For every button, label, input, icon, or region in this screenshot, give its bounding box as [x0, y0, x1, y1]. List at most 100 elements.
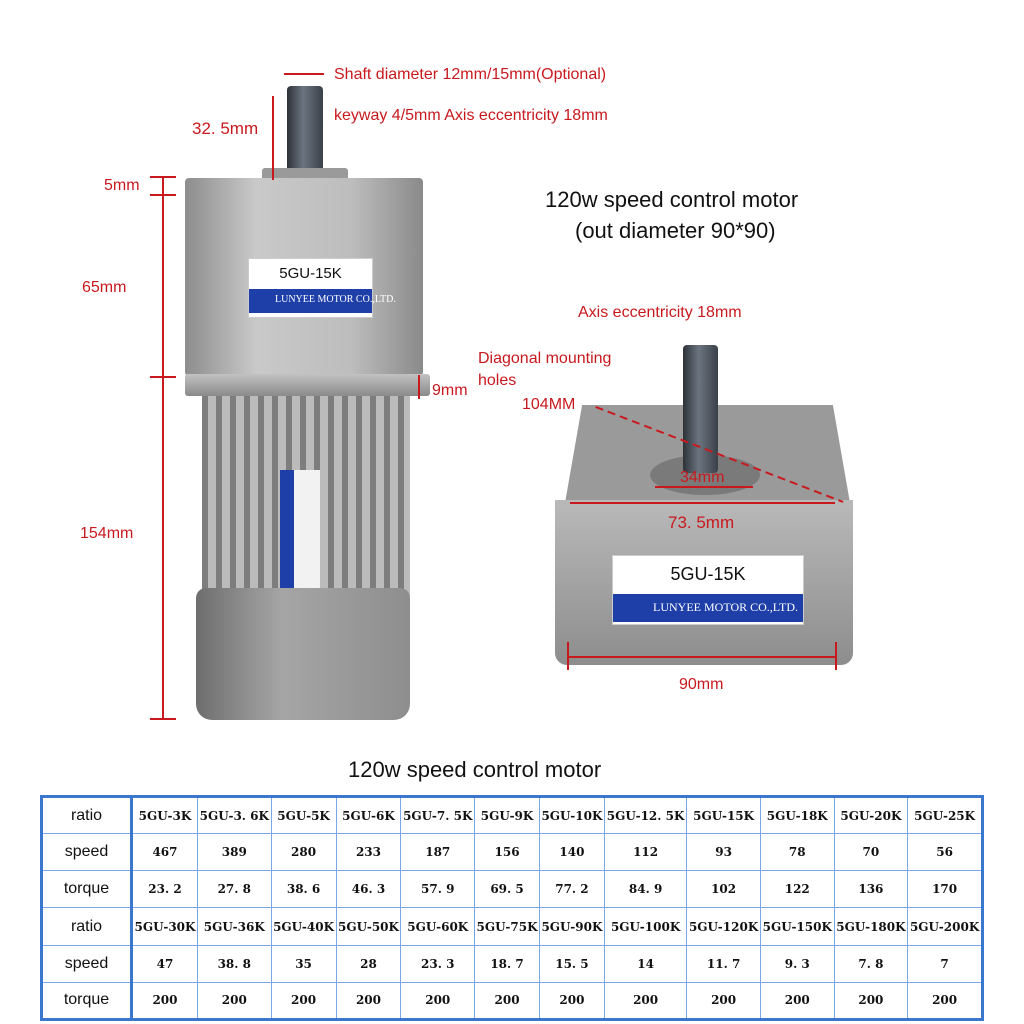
table-cell: 28 [335, 944, 402, 983]
table-cell: 57. 9 [400, 870, 476, 909]
table-cell: 5GU-120K [686, 907, 761, 946]
table-cell: 5GU-3. 6K [196, 795, 272, 835]
table-cell: 5GU-60K [400, 907, 476, 946]
table-cell: 200 [603, 981, 688, 1021]
dim-boss: 34mm [680, 469, 725, 486]
table-cell: 200 [759, 981, 835, 1021]
motor-side-label [280, 470, 320, 590]
table-cell: 200 [335, 981, 402, 1021]
table-cell: 5GU-20K [833, 795, 909, 835]
table-cell: 5GU-30K [131, 907, 198, 946]
table-cell: 5GU-3K [131, 795, 198, 835]
table-cell: 69. 5 [474, 870, 540, 909]
dim-shaft-length: 32. 5mm [192, 119, 259, 138]
dim-motor: 154mm [80, 525, 134, 542]
mounting-holes-annotation: Diagonal mounting holes [478, 350, 612, 389]
table-cell: 5GU-180K [833, 907, 909, 946]
dim-holes: 73. 5mm [668, 513, 735, 532]
motor-title: 120w speed control motor [545, 187, 799, 212]
row-label: ratio [41, 907, 133, 946]
table-cell: 122 [759, 870, 835, 909]
table-cell: 140 [538, 833, 605, 872]
table-cell: 102 [686, 870, 761, 909]
dim-top: 5mm [104, 177, 140, 194]
row-label: torque [41, 981, 133, 1021]
table-cell: 5GU-7. 5K [400, 795, 476, 835]
dim-width: 90mm [679, 676, 724, 693]
table-cell: 9. 3 [759, 944, 835, 983]
end-cap [196, 588, 410, 720]
table-cell: 187 [400, 833, 476, 872]
table-cell: 18. 7 [474, 944, 540, 983]
table-cell: 5GU-40K [270, 907, 337, 946]
table-cell: 35 [270, 944, 337, 983]
table-cell: 78 [759, 833, 835, 872]
table-cell: 156 [474, 833, 540, 872]
table-cell: 5GU-10K [538, 795, 605, 835]
table-cell: 5GU-50K [335, 907, 402, 946]
table-cell: 7 [907, 944, 983, 983]
table-cell: 5GU-150K [759, 907, 835, 946]
shaft [683, 345, 718, 473]
table-cell: 5GU-36K [196, 907, 272, 946]
table-cell: 5GU-9K [474, 795, 540, 835]
table-cell: 200 [400, 981, 476, 1021]
table-cell: 23. 3 [400, 944, 476, 983]
table-cell: 11. 7 [686, 944, 761, 983]
gearbox-label: 5GU-15K LUNYEE MOTOR CO.,LTD. [248, 258, 396, 318]
table-cell: 38. 8 [196, 944, 272, 983]
table-cell: 5GU-18K [759, 795, 835, 835]
gearbox-label: 5GU-15K LUNYEE MOTOR CO.,LTD. [612, 555, 804, 625]
table-cell: 200 [686, 981, 761, 1021]
table-cell: 56 [907, 833, 983, 872]
table-cell: 93 [686, 833, 761, 872]
dim-diagonal: 104MM [522, 396, 576, 413]
table-cell: 200 [907, 981, 983, 1021]
dim-gearbox: 65mm [82, 279, 127, 296]
table-cell: 5GU-5K [270, 795, 337, 835]
table-title: 120w speed control motor [348, 757, 602, 782]
table-cell: 280 [270, 833, 337, 872]
table-cell: 200 [196, 981, 272, 1021]
table-cell: 5GU-75K [474, 907, 540, 946]
table-cell: 84. 9 [603, 870, 688, 909]
table-cell: 233 [335, 833, 402, 872]
table-cell: 200 [538, 981, 605, 1021]
axis-eccentricity-annotation: Axis eccentricity 18mm [578, 304, 742, 321]
table-cell: 389 [196, 833, 272, 872]
table-cell: 5GU-100K [603, 907, 688, 946]
table-cell: 5GU-200K [907, 907, 983, 946]
table-cell: 5GU-25K [907, 795, 983, 835]
row-label: torque [41, 870, 133, 909]
table-cell: 5GU-15K [686, 795, 761, 835]
row-label: ratio [41, 795, 133, 835]
table-cell: 200 [131, 981, 198, 1021]
collar [185, 374, 430, 396]
table-cell: 23. 2 [131, 870, 198, 909]
table-cell: 200 [270, 981, 337, 1021]
table-cell: 15. 5 [538, 944, 605, 983]
dim-collar: 9mm [432, 382, 468, 399]
table-cell: 70 [833, 833, 909, 872]
row-label: speed [41, 944, 133, 983]
row-label: speed [41, 833, 133, 872]
table-cell: 27. 8 [196, 870, 272, 909]
table-cell: 200 [833, 981, 909, 1021]
table-cell: 38. 6 [270, 870, 337, 909]
table-cell: 46. 3 [335, 870, 402, 909]
shaft-diameter-annotation: Shaft diameter 12mm/15mm(Optional) [334, 66, 607, 83]
table-cell: 467 [131, 833, 198, 872]
table-cell: 5GU-12. 5K [603, 795, 688, 835]
table-cell: 136 [833, 870, 909, 909]
table-cell: 47 [131, 944, 198, 983]
table-cell: 5GU-6K [335, 795, 402, 835]
table-cell: 7. 8 [833, 944, 909, 983]
keyway-annotation: keyway 4/5mm Axis eccentricity 18mm [334, 107, 608, 124]
